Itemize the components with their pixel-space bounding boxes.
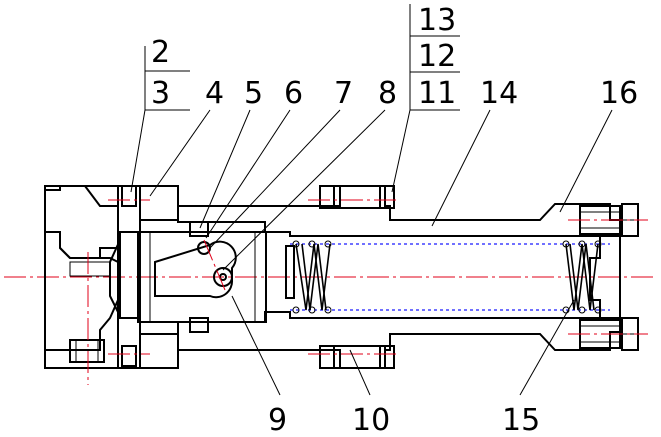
label-14: 14 — [480, 76, 518, 111]
label-10: 10 — [352, 403, 390, 437]
label-11: 11 — [418, 76, 456, 111]
cylinder-body — [177, 185, 621, 369]
label-7: 7 — [334, 76, 353, 111]
piston — [137, 221, 267, 333]
label-16: 16 — [600, 76, 638, 111]
bolt-head-bottom-left — [121, 345, 137, 367]
label-8: 8 — [378, 76, 397, 111]
spring-right — [562, 240, 602, 314]
label-6: 6 — [284, 76, 303, 111]
leader-lines — [130, 4, 613, 396]
left-end-cap — [44, 185, 119, 385]
port-fitting — [69, 339, 105, 363]
label-13: 13 — [418, 3, 456, 38]
label-4: 4 — [205, 76, 224, 111]
cam-slot — [154, 240, 237, 299]
bolt-head-top-left — [121, 185, 137, 207]
label-15: 15 — [502, 403, 540, 437]
bolt-head-bottom-mid — [319, 345, 335, 369]
label-12: 12 — [418, 39, 456, 74]
label-5: 5 — [244, 76, 263, 111]
label-2: 2 — [151, 35, 170, 70]
spring-left — [285, 240, 332, 314]
label-9: 9 — [268, 403, 287, 437]
left-flange — [108, 185, 179, 369]
label-3: 3 — [151, 76, 170, 111]
bolt-head-top-mid — [319, 185, 335, 209]
